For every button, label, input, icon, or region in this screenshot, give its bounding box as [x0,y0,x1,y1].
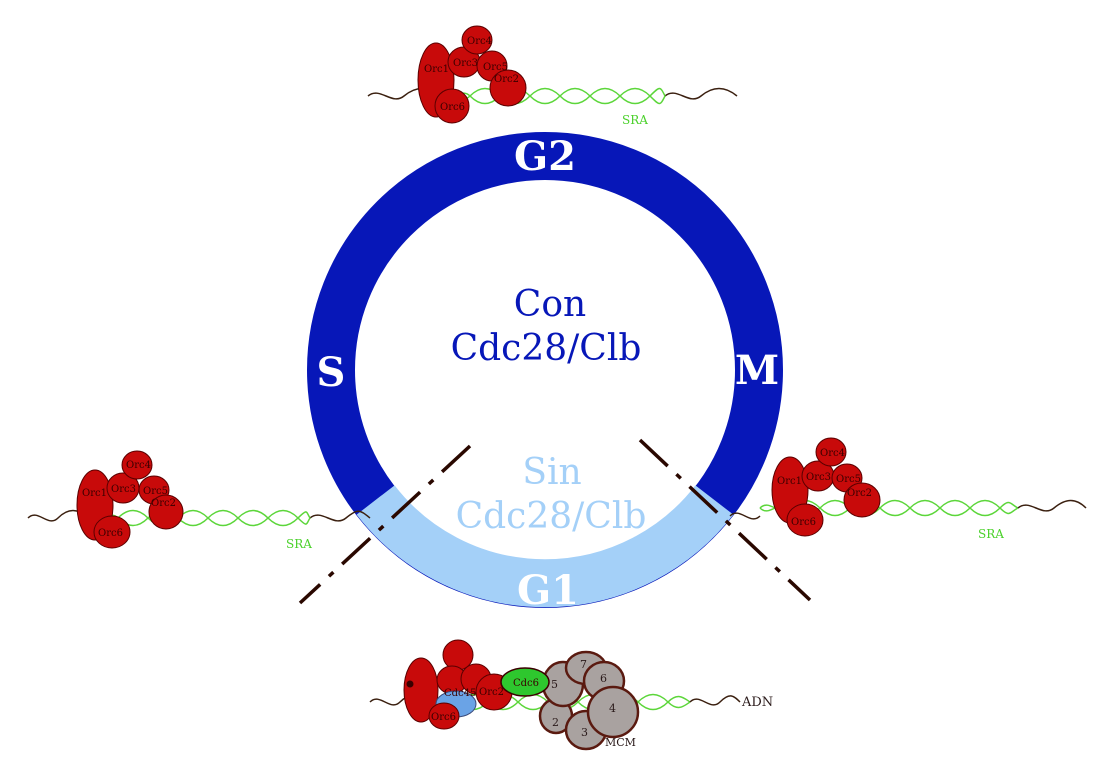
mcm-number-7: 7 [580,658,587,671]
orc2-label-right: Orc2 [847,488,872,499]
dna-dark-strand-right-l [729,512,761,520]
orc6-label-right: Orc6 [791,517,816,528]
orc1-label-top: Orc1 [424,64,449,75]
orc4-label-right: Orc4 [820,448,845,459]
orc4-label-top: Orc4 [467,36,492,47]
orc2-right [843,482,881,518]
dna-green-strand-top-2 [439,87,666,105]
phase-label-g2: G2 [514,133,576,180]
orc4-top [461,25,493,55]
mcm-4 [586,685,640,739]
mcm-number-6: 6 [600,672,607,685]
dna-dark-strand-left-r [309,510,371,522]
orc1-label-right: Orc1 [777,476,802,487]
dna-dark-strand-top-r [664,87,738,100]
cdc6-blob [500,667,550,697]
orc-complex-right: Orc1 Orc6 Orc3 Orc4 Orc5 Orc2 [771,437,881,537]
orc2-top [489,69,527,107]
pre-rc-complex: 2 3 4 5 6 7 MCM Cdc6 Cdc45 Orc2 Orc6 [403,639,640,751]
sra-label-right: SRA [978,527,1004,541]
center-without-line2: Cdc28/Clb [456,496,647,537]
orc2-label-bottom: Orc2 [479,687,504,698]
phase-label-m: M [735,347,779,394]
orc3-label-right: Orc3 [806,472,831,483]
orc4-left [121,450,153,480]
center-with-line2: Cdc28/Clb [451,328,642,369]
center-with-line1: Con [514,284,586,325]
phase-label-g1: G1 [517,567,579,614]
dna-dark-strand-bottom-r [689,695,741,706]
orc6-label-top: Orc6 [440,102,465,113]
orc6-label-left: Orc6 [98,528,123,539]
sra-label-left: SRA [286,537,312,551]
mcm-label: MCM [605,736,636,749]
orc3-label-left: Orc3 [111,484,136,495]
cdc6-label: Cdc6 [513,678,539,689]
sra-label-top: SRA [622,113,648,127]
cell-cycle-ring [307,132,783,608]
orc2-label-left: Orc2 [151,498,176,509]
orc-complex-left: Orc1 Orc6 Orc3 Orc4 Orc5 Orc2 [76,450,184,549]
cdc45-label: Cdc45 [444,688,476,699]
orc6-label-bottom: Orc6 [431,712,456,723]
orc6-top [434,88,470,124]
orc5-label-left: Orc5 [143,486,168,497]
orc6-right [786,503,824,537]
mcm-number-2: 2 [552,716,559,729]
orc5-label-top: Orc5 [483,62,508,73]
orc4-right [815,437,847,467]
orc1-bottom [403,657,439,723]
phase-label-s: S [317,349,346,396]
orc6-left [93,515,131,549]
mcm-number-4: 4 [609,702,616,715]
orc3-label-top: Orc3 [453,58,478,69]
orc6-bottom [428,702,460,730]
dna-dark-strand-right-r [1017,499,1087,512]
center-without-line1: Sin [522,452,581,493]
orc1-label-left: Orc1 [82,488,107,499]
orc5-label-right: Orc5 [836,474,861,485]
mcm-number-5: 5 [551,678,558,691]
mcm-number-3: 3 [581,726,588,739]
cycle-ring-g1-arc [356,485,734,608]
orc-complex-top: Orc1 Orc6 Orc3 Orc4 Orc5 Orc2 [417,25,527,124]
orc2-label-top: Orc2 [494,74,519,85]
orc-dot-bottom [406,680,414,688]
orc2-left [148,494,184,530]
orc4-label-left: Orc4 [126,460,151,471]
adn-label: ADN [741,695,773,710]
